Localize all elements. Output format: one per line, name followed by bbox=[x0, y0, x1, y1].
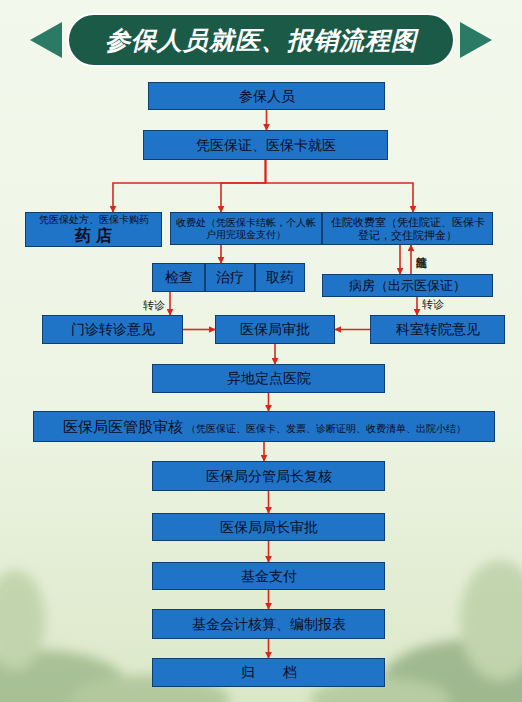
flow-arrow bbox=[268, 639, 270, 658]
process-box: 住院收费室（凭住院证、医保卡登记，交住院押金） bbox=[322, 212, 493, 245]
process-box: 医保局医管股审核（凭医保证、医保卡、发票、诊断证明、收费清单、出院小结） bbox=[33, 411, 495, 442]
box-text: 医保局审批 bbox=[240, 321, 310, 338]
flow-arrow bbox=[183, 329, 215, 331]
flow-arrow bbox=[335, 329, 370, 331]
flow-arrow bbox=[399, 245, 401, 274]
box-text: 病房（出示医保证） bbox=[349, 278, 466, 294]
flow-arrow bbox=[268, 541, 270, 562]
process-box: 归 档 bbox=[152, 658, 385, 687]
process-box: 医保局审批 bbox=[215, 315, 335, 344]
box-text: 基金会计核算、编制报表 bbox=[192, 616, 346, 633]
flow-arrow bbox=[410, 245, 412, 274]
flow-arrow bbox=[268, 590, 270, 609]
process-box: 基金支付 bbox=[152, 562, 385, 590]
box-text: 医保局局长审批 bbox=[220, 519, 318, 536]
process-box: 凭医保处方、医保卡购药药 店 bbox=[25, 212, 162, 247]
process-box: 治疗 bbox=[205, 263, 255, 292]
box-text: （凭医保证、医保卡、发票、诊断证明、收费清单、出院小结） bbox=[186, 423, 466, 434]
edge-label: 结算出院 bbox=[415, 248, 427, 272]
flow-arrow bbox=[169, 292, 171, 315]
flow-arrow bbox=[268, 393, 270, 411]
edge-label: 转诊 bbox=[143, 300, 165, 312]
box-text: 取药 bbox=[266, 269, 294, 286]
flow-arrow bbox=[113, 160, 266, 212]
flow-arrow bbox=[416, 297, 418, 315]
process-box: 医保局分管局长复核 bbox=[152, 461, 385, 491]
box-text: 收费处（凭医保卡结帐，个人帐户用完现金支付） bbox=[175, 217, 317, 241]
flow-arrow bbox=[266, 160, 414, 212]
box-text: 凭医保处方、医保卡购药 bbox=[39, 214, 149, 226]
process-box: 取药 bbox=[255, 263, 305, 292]
process-box: 病房（出示医保证） bbox=[322, 274, 493, 297]
flow-arrow bbox=[221, 160, 266, 212]
flow-arrow bbox=[274, 344, 276, 364]
flow-arrow bbox=[220, 245, 222, 263]
process-box: 收费处（凭医保卡结帐，个人帐户用完现金支付） bbox=[170, 212, 322, 245]
flow-arrow bbox=[263, 442, 265, 461]
title-text: 参保人员就医、报销流程图 bbox=[70, 16, 452, 64]
flow-arrow bbox=[268, 491, 270, 513]
box-text: 医保局医管股审核 bbox=[63, 418, 183, 436]
process-box: 凭医保证、医保卡就医 bbox=[143, 130, 388, 160]
banner-arrow-right bbox=[460, 22, 492, 58]
box-text: 检查 bbox=[165, 269, 193, 286]
process-box: 医保局局长审批 bbox=[152, 513, 385, 541]
box-text: 治疗 bbox=[216, 269, 244, 286]
box-text: 参保人员 bbox=[239, 88, 295, 105]
edge-label: 转诊 bbox=[422, 299, 444, 311]
box-text: 异地定点医院 bbox=[227, 370, 311, 387]
flow-arrow bbox=[266, 110, 268, 130]
box-text: 门诊转诊意见 bbox=[71, 321, 155, 338]
box-text: 归 档 bbox=[241, 664, 297, 681]
box-text: 凭医保证、医保卡就医 bbox=[196, 137, 336, 154]
process-box: 门诊转诊意见 bbox=[42, 315, 183, 344]
box-text: 药 店 bbox=[75, 226, 113, 245]
box-text: 医保局分管局长复核 bbox=[206, 468, 332, 485]
box-text: 住院收费室（凭住院证、医保卡登记，交住院押金） bbox=[327, 216, 488, 241]
process-box: 异地定点医院 bbox=[152, 364, 385, 393]
process-box: 科室转院意见 bbox=[370, 315, 505, 344]
box-text: 科室转院意见 bbox=[396, 321, 480, 338]
process-box: 参保人员 bbox=[148, 82, 385, 110]
blurred-scenery bbox=[0, 560, 522, 702]
box-text: 基金支付 bbox=[241, 568, 297, 585]
title-banner bbox=[68, 14, 454, 66]
process-box: 基金会计核算、编制报表 bbox=[152, 609, 385, 639]
banner-arrow-left bbox=[30, 22, 62, 58]
process-box: 检查 bbox=[152, 263, 205, 292]
